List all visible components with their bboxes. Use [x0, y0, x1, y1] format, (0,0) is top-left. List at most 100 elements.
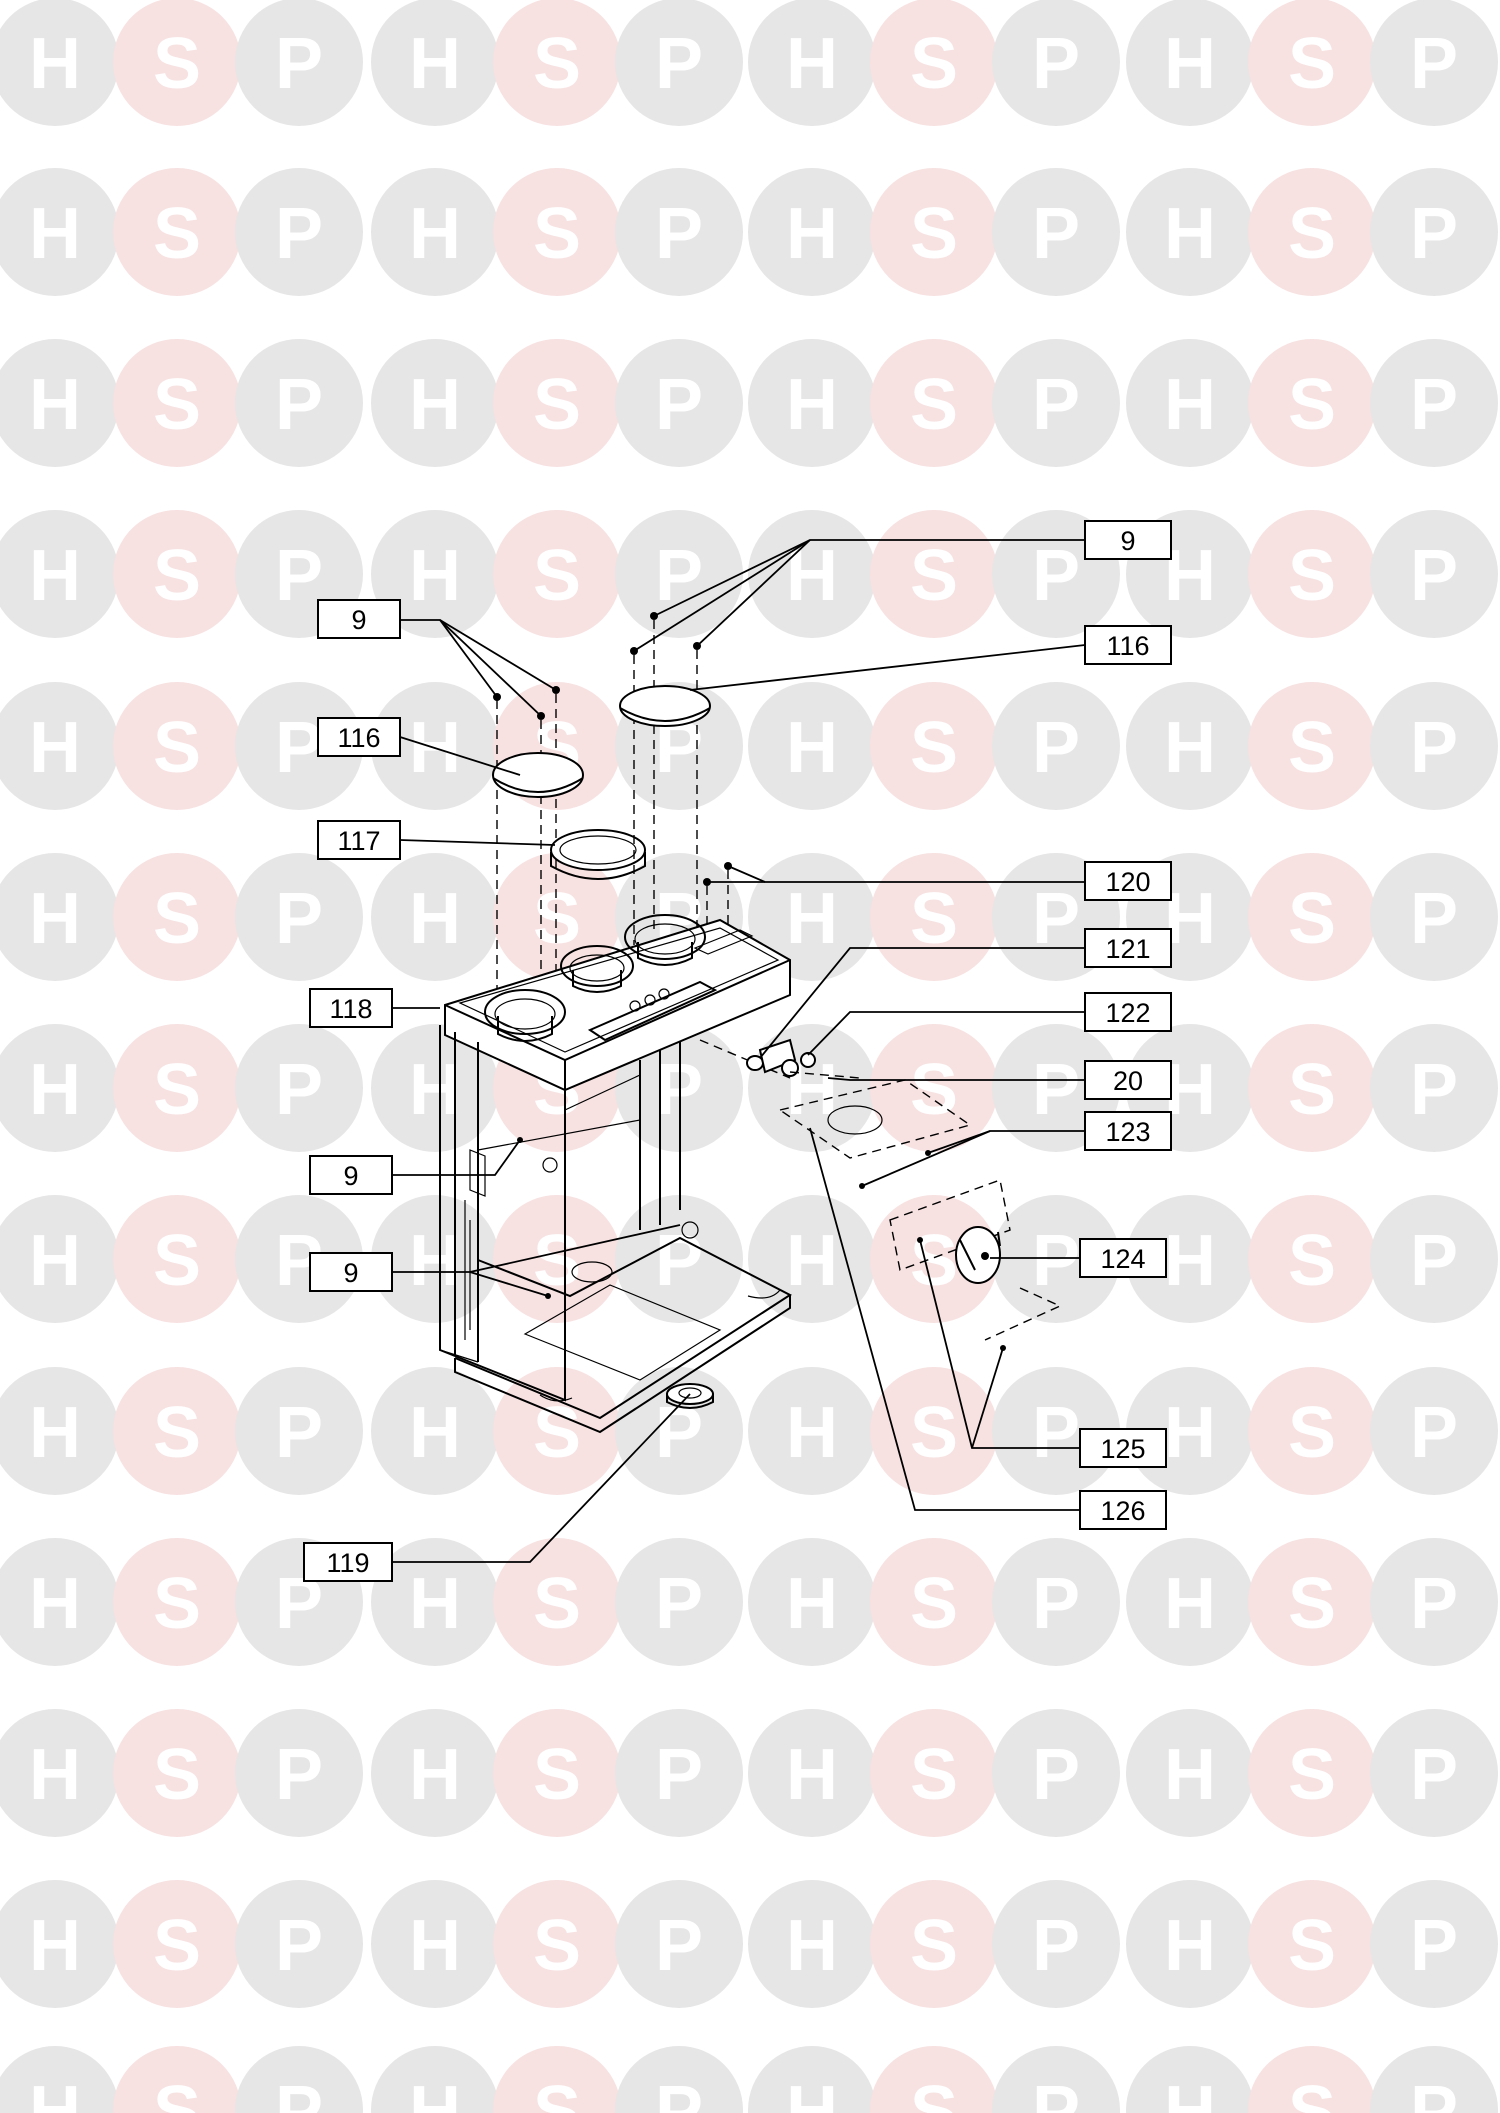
watermark-letter: P [1410, 1221, 1458, 1301]
watermark-letter: S [910, 1221, 958, 1301]
watermark-letter: S [910, 194, 958, 274]
watermark-circle [235, 1880, 363, 2008]
watermark-letter: S [153, 708, 201, 788]
watermark-circle [870, 1880, 998, 2008]
watermark-letter: H [29, 24, 81, 104]
watermark-circle [113, 339, 241, 467]
watermark-letter: P [1410, 2072, 1458, 2113]
watermark-letter: S [1288, 1564, 1336, 1644]
watermark-circle [1126, 682, 1254, 810]
watermark-circle [748, 853, 876, 981]
watermark-circle [1370, 1024, 1498, 1152]
watermark-circle [235, 682, 363, 810]
watermark-letter: S [153, 2072, 201, 2113]
watermark-letter: H [29, 1050, 81, 1130]
watermark-letter: S [533, 1735, 581, 1815]
callout-124: 124 [1079, 1238, 1167, 1278]
callout-9-mid: 9 [309, 1155, 393, 1195]
watermark-letter: S [153, 1735, 201, 1815]
watermark-circle [113, 1024, 241, 1152]
watermark-circle [0, 0, 119, 126]
watermark-letter: H [409, 194, 461, 274]
watermark-letter: H [1164, 1735, 1216, 1815]
watermark-letter: S [910, 536, 958, 616]
watermark-letter: P [275, 1906, 323, 1986]
svg-text:124: 124 [1100, 1244, 1145, 1274]
watermark-letter: H [786, 1564, 838, 1644]
watermark-letter: H [29, 1735, 81, 1815]
watermark-letter: P [655, 194, 703, 274]
watermark-circle [113, 1709, 241, 1837]
watermark-circle [235, 0, 363, 126]
watermark-letter: P [655, 1906, 703, 1986]
watermark-letter: P [1410, 1906, 1458, 1986]
watermark-letter: S [533, 879, 581, 959]
watermark-circle [615, 510, 743, 638]
watermark-letter: H [786, 1906, 838, 1986]
watermark-circle [1126, 0, 1254, 126]
watermark-circle [235, 339, 363, 467]
watermark-letter: P [1032, 1735, 1080, 1815]
watermark-letter: S [910, 708, 958, 788]
svg-text:118: 118 [329, 994, 372, 1024]
watermark-circle [0, 510, 119, 638]
watermark-letter: S [1288, 1050, 1336, 1130]
watermark-letter: P [655, 536, 703, 616]
watermark-circle [1370, 1195, 1498, 1323]
watermark-circle [371, 510, 499, 638]
watermark-circle [371, 2046, 499, 2113]
watermark-circle [235, 853, 363, 981]
watermark-letter: S [533, 1906, 581, 1986]
watermark-circle [1248, 1367, 1376, 1495]
watermark-circle [235, 2046, 363, 2113]
watermark-letter: H [409, 1221, 461, 1301]
watermark-circle [1370, 339, 1498, 467]
watermark-letter: S [1288, 2072, 1336, 2113]
watermark-letter: P [655, 1221, 703, 1301]
watermark-letter: S [533, 24, 581, 104]
callout-9-top-left: 9 [317, 599, 401, 639]
svg-text:125: 125 [1100, 1434, 1145, 1464]
watermark-letter: S [153, 1050, 201, 1130]
watermark-letter: P [1410, 1735, 1458, 1815]
watermark-letter: H [29, 1221, 81, 1301]
watermark-letter: P [1410, 24, 1458, 104]
fan-unit-124 [889, 1179, 1062, 1351]
watermark-letter: H [786, 2072, 838, 2113]
watermark-letter: S [910, 2072, 958, 2113]
watermark-circle [493, 1709, 621, 1837]
watermark-circle [615, 0, 743, 126]
callout-9-top-right: 9 [1084, 520, 1172, 560]
watermark-circle [748, 510, 876, 638]
watermark-letter: P [1032, 879, 1080, 959]
watermark-circle [113, 2046, 241, 2113]
watermark-letter: H [29, 708, 81, 788]
watermark-letter: P [1410, 536, 1458, 616]
svg-text:121: 121 [1105, 934, 1150, 964]
watermark-circle [371, 1367, 499, 1495]
watermark-letter: S [153, 1906, 201, 1986]
callout-117: 117 [317, 820, 401, 860]
svg-text:120: 120 [1105, 867, 1150, 897]
watermark-letter: S [910, 879, 958, 959]
watermark-letter: S [153, 1221, 201, 1301]
watermark-circle [992, 682, 1120, 810]
watermark-circle [1370, 2046, 1498, 2113]
watermark-circle [1248, 1195, 1376, 1323]
watermark-letter: S [1288, 879, 1336, 959]
watermark-letter: P [655, 24, 703, 104]
watermark-letter: H [1164, 365, 1216, 445]
watermark-circle [748, 168, 876, 296]
svg-text:123: 123 [1105, 1117, 1150, 1147]
watermark-circle [870, 1538, 998, 1666]
watermark-letter: P [1032, 194, 1080, 274]
watermark-letter: P [275, 1050, 323, 1130]
watermark-circle [371, 1195, 499, 1323]
watermark-circle [0, 168, 119, 296]
watermark-letter: P [1410, 708, 1458, 788]
watermark-circle [1248, 853, 1376, 981]
callout-20: 20 [1084, 1060, 1172, 1100]
watermark-circle [493, 1538, 621, 1666]
svg-text:116: 116 [1106, 631, 1149, 661]
watermark-circle [870, 2046, 998, 2113]
